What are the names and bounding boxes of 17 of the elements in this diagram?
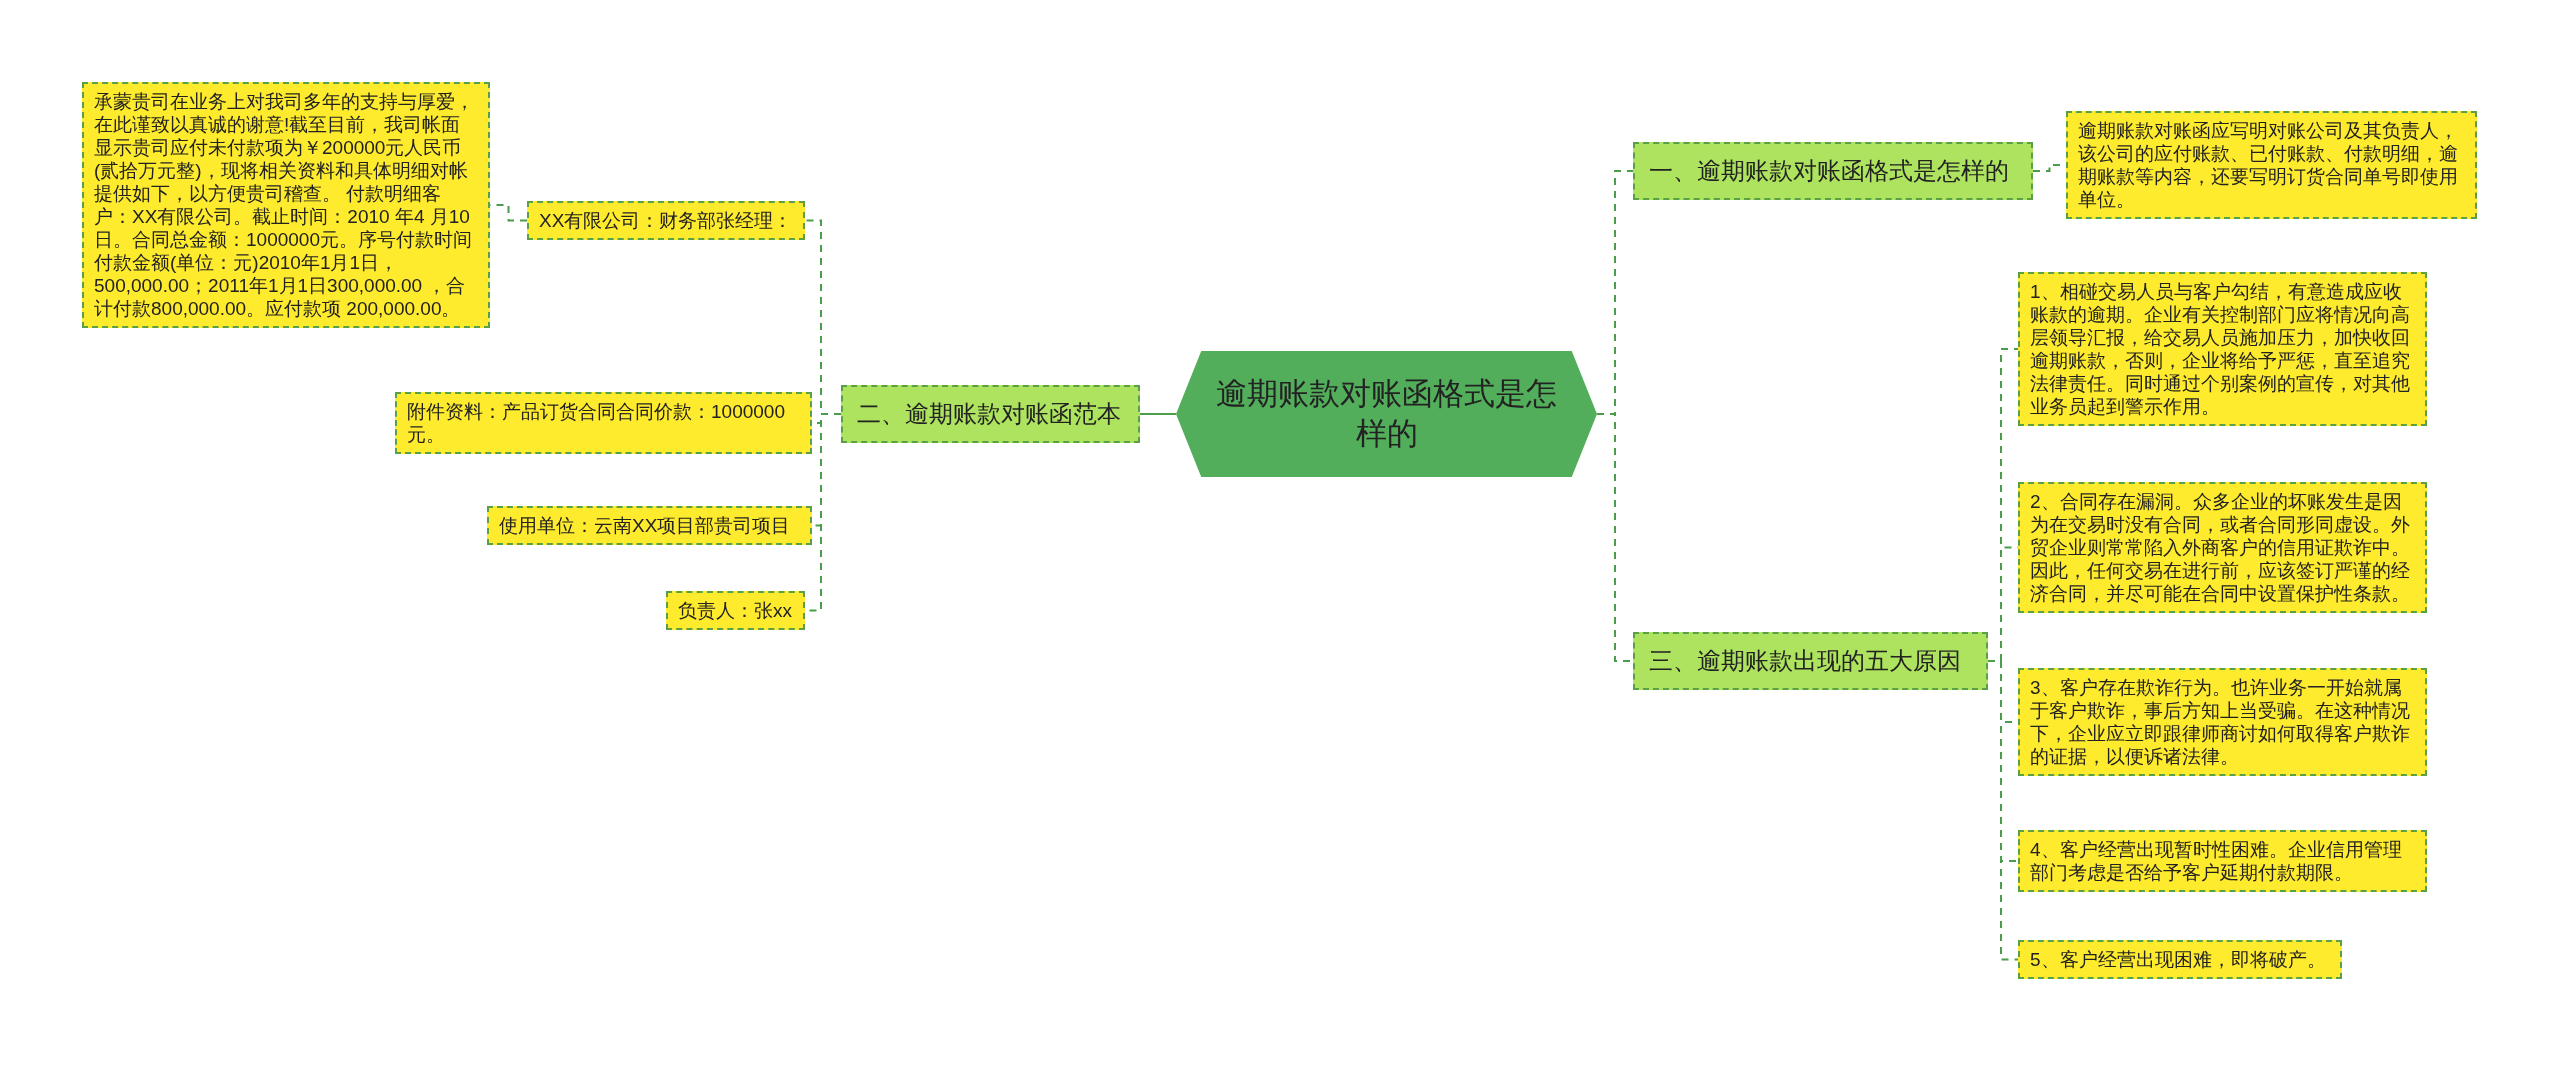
note-box: 2、合同存在漏洞。众多企业的坏账发生是因为在交易时没有合同，或者合同形同虚设。外贸企业则常常陷入外商客户的信用证欺诈中。因此，任何交易在进行前，应该签订严谨的经济合同，并尽可能在合同中设置保护性条款。 (2018, 482, 2427, 613)
connector-line (1139, 413, 1177, 415)
central-topic: 逾期账款对账函格式是怎样的 (1176, 351, 1597, 477)
note-box: 承蒙贵司在业务上对我司多年的支持与厚爱，在此谨致以真诚的谢意!截至目前，我司帐面显示贵司应付未付款项为￥200000元人民币(贰拾万元整)，现将相关资料和具体明细对帐提供如下，以方便贵司稽查。 付款明细客户：XX有限公司。截止时间：2010 年4 月10日。合同总金额：1000000元。序号付款时间付款金额(单位：元)2010年1月1日，500,000.00；2011年1月1日300,000.00 ，合计付款800,000.00。应付款项 200,000.00。 (82, 82, 490, 328)
note-box: 4、客户经营出现暂时性困难。企业信用管理部门考虑是否给予客户延期付款期限。 (2018, 830, 2427, 892)
note-box: 负责人：张xx (666, 591, 805, 630)
note-box: 使用单位：云南XX项目部贵司项目 (487, 506, 812, 545)
note-box: 附件资料：产品订货合同合同价款：1000000元。 (395, 392, 812, 454)
note-box: 1、相碰交易人员与客户勾结，有意造成应收账款的逾期。企业有关控制部门应将情况向高层领导汇报，给交易人员施加压力，加快收回逾期账款，否则，企业将给予严惩，直至追究法律责任。同时通过个别案例的宣传，对其他业务员起到警示作用。 (2018, 272, 2427, 426)
topic-box: 三、逾期账款出现的五大原因 (1633, 632, 1988, 690)
connector-line (1987, 660, 2019, 961)
topic-box: 一、逾期账款对账函格式是怎样的 (1633, 142, 2033, 200)
note-box: 逾期账款对账函应写明对账公司及其负责人，该公司的应付账款、已付账款、付款明细，逾期账款等内容，还要写明订货合同单号即使用单位。 (2066, 111, 2477, 219)
note-box: 5、客户经营出现困难，即将破产。 (2018, 940, 2342, 979)
topic-box: 二、逾期账款对账函范本 (841, 385, 1140, 443)
note-box: 3、客户存在欺诈行为。也许业务一开始就属于客户欺诈，事后方知上当受骗。在这种情况下，企业应立即跟律师商讨如何取得客户欺诈的证据，以便诉诸法律。 (2018, 668, 2427, 776)
note-box: XX有限公司：财务部张经理： (527, 201, 805, 240)
